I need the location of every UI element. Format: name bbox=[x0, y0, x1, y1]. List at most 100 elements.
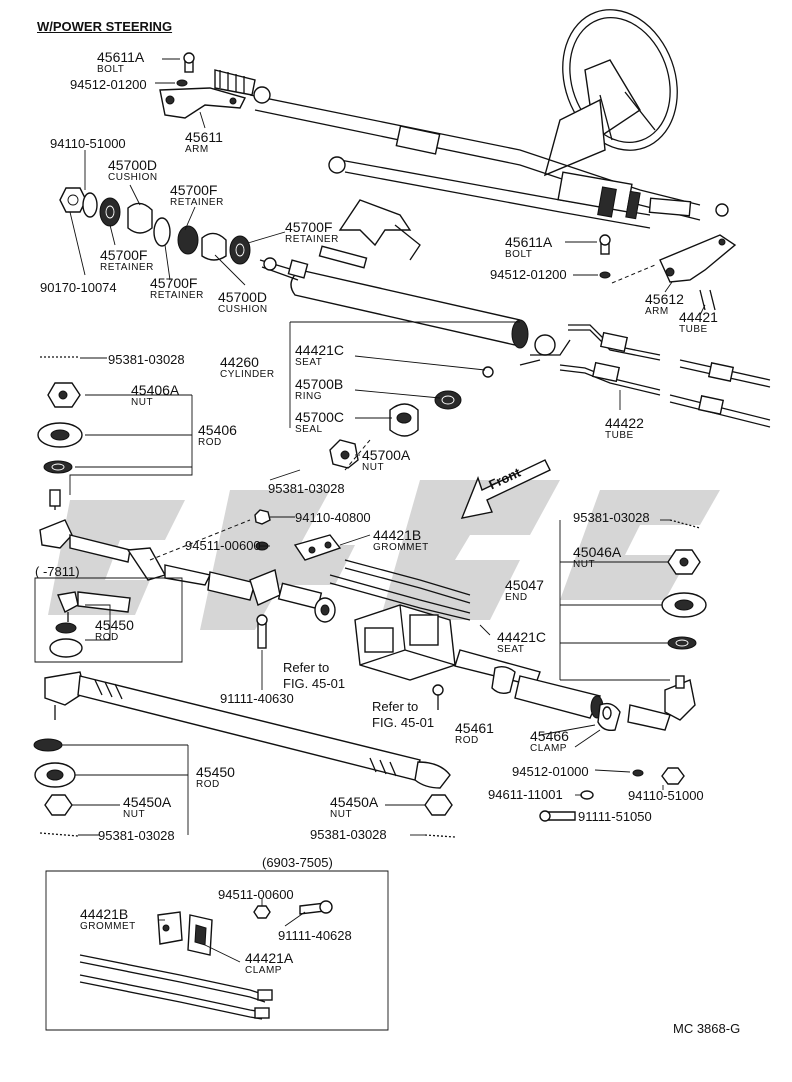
part-name: CLAMP bbox=[530, 743, 567, 754]
part-number: 91111-40630 bbox=[220, 691, 294, 706]
part-number: 45406 bbox=[198, 422, 237, 438]
part-name: CUSHION bbox=[108, 172, 158, 183]
part-label-p91111-40628: 91111-40628 bbox=[278, 929, 352, 942]
part-label-p91111-40630: 91111-40630 bbox=[220, 692, 294, 705]
part-label-p95381-1: 95381-03028 bbox=[108, 353, 185, 366]
part-name: GROMMET bbox=[80, 921, 136, 932]
part-name: RETAINER bbox=[170, 197, 224, 208]
range-box-note: (6903-7505) bbox=[262, 855, 333, 870]
part-name: END bbox=[505, 592, 528, 603]
part-name: BOLT bbox=[505, 249, 533, 260]
part-name: NUT bbox=[123, 809, 146, 820]
part-number: 94511-00600 bbox=[185, 538, 261, 553]
part-number: 95381-03028 bbox=[310, 827, 387, 842]
part-label-p94512-top: 94512-01200 bbox=[70, 78, 147, 91]
part-name: ARM bbox=[645, 306, 669, 317]
part-number: 45612 bbox=[645, 291, 684, 307]
tubes-illustration bbox=[559, 324, 771, 428]
part-label-p94512-right: 94512-01200 bbox=[490, 268, 567, 281]
part-name: NUT bbox=[362, 462, 385, 473]
part-label-p95381-3: 95381-03028 bbox=[573, 511, 650, 524]
part-number: 45700D bbox=[218, 289, 268, 305]
part-number: 45700F bbox=[150, 275, 198, 291]
arm-45612-illustration bbox=[599, 234, 737, 311]
part-number: 91111-40628 bbox=[278, 928, 352, 943]
part-name: RING bbox=[295, 391, 322, 402]
steering-column-illustration bbox=[214, 69, 729, 261]
part-name: CUSHION bbox=[218, 304, 268, 315]
part-number: 45406A bbox=[131, 382, 180, 398]
part-label-p95381-2: 95381-03028 bbox=[268, 482, 345, 495]
part-number: 45700F bbox=[285, 219, 333, 235]
part-number: 45450A bbox=[123, 794, 172, 810]
part-name: BOLT bbox=[97, 64, 125, 75]
part-number: 44260 bbox=[220, 354, 259, 370]
part-number: 44422 bbox=[605, 415, 644, 431]
tie-rod-45450-illustration bbox=[33, 671, 456, 838]
part-name: ROD bbox=[196, 779, 220, 790]
part-label-p90170: 90170-10074 bbox=[40, 281, 117, 294]
part-label-p94511-1: 94511-00600 bbox=[185, 539, 261, 552]
part-number: 95381-03028 bbox=[98, 828, 175, 843]
part-number: 45700F bbox=[100, 247, 148, 263]
valve-body-illustration bbox=[354, 604, 604, 719]
part-number: 94110-51000 bbox=[628, 788, 704, 803]
part-label-p94110-40800: 94110-40800 bbox=[295, 511, 371, 524]
part-number: 94611-11001 bbox=[488, 787, 563, 802]
cylinder-44260-illustration bbox=[259, 245, 571, 378]
part-label-p94511-2: 94511-00600 bbox=[218, 888, 294, 901]
part-label-p94512-01000: 94512-01000 bbox=[512, 765, 589, 778]
center-rod-parts bbox=[207, 509, 471, 649]
rod-45406-stack bbox=[37, 356, 212, 586]
part-number: 45611A bbox=[505, 234, 553, 250]
part-number: 95381-03028 bbox=[108, 352, 185, 367]
part-name: ARM bbox=[185, 144, 209, 155]
part-name: ROD bbox=[455, 735, 479, 746]
part-number: 44421 bbox=[679, 309, 718, 325]
part-number: 45450 bbox=[196, 764, 235, 780]
part-name: ROD bbox=[198, 437, 222, 448]
refer-note-2-line1: Refer to bbox=[372, 699, 419, 714]
part-number: 95381-03028 bbox=[268, 481, 345, 496]
part-name: CYLINDER bbox=[220, 369, 275, 380]
part-number: 44421B bbox=[80, 906, 129, 922]
old-rod-box bbox=[34, 577, 183, 663]
part-number: 45611A bbox=[97, 49, 145, 65]
end-45047-stack bbox=[539, 519, 707, 822]
range-old-note: ( -7811) bbox=[35, 564, 80, 579]
part-number: 45450A bbox=[330, 794, 379, 810]
steering-wheel-illustration bbox=[543, 9, 678, 177]
part-number: 94110-51000 bbox=[50, 136, 126, 151]
part-label-p94110-51000-top: 94110-51000 bbox=[50, 137, 126, 150]
part-number: 45700D bbox=[108, 157, 158, 173]
part-number: 44421C bbox=[295, 342, 345, 358]
part-name: GROMMET bbox=[373, 542, 429, 553]
part-label-p95381-4: 95381-03028 bbox=[98, 829, 175, 842]
part-label-p94110-51000-b: 94110-51000 bbox=[628, 789, 704, 802]
part-name: TUBE bbox=[605, 430, 634, 441]
arm-45611-illustration bbox=[159, 52, 247, 119]
refer-note-1-line2: FIG. 45-01 bbox=[283, 676, 346, 691]
refer-note-2-line2: FIG. 45-01 bbox=[372, 715, 435, 730]
